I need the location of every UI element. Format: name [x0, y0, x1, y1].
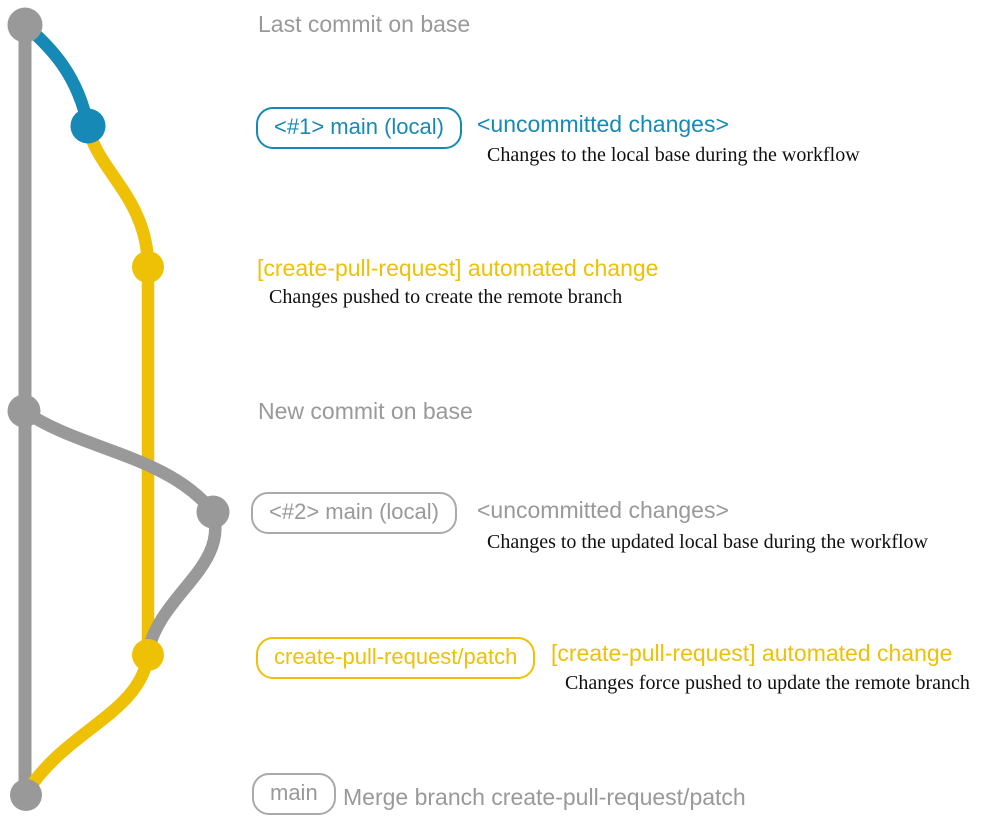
main-branch-badge: main [252, 773, 336, 815]
branch2-description: Changes to the updated local base during… [487, 531, 928, 553]
commit-graph [7, 7, 230, 811]
push2-description: Changes force pushed to update the remot… [565, 672, 970, 694]
commit-dot-patch-2 [132, 639, 164, 671]
commit-dot-local-2 [196, 495, 230, 529]
branch1-badge: <#1> main (local) [256, 107, 462, 149]
branch2-status: <uncommitted changes> [477, 497, 729, 523]
commit-dot-base-new [7, 394, 41, 428]
push1-description: Changes pushed to create the remote bran… [269, 286, 623, 308]
commit-dot-merge [10, 779, 42, 811]
branch2-badge: <#2> main (local) [251, 492, 457, 534]
patch-branch-badge: create-pull-request/patch [256, 637, 536, 679]
branch1-description: Changes to the local base during the wor… [487, 144, 860, 166]
push1-title: [create-pull-request] automated change [257, 255, 659, 281]
last-commit-label: Last commit on base [258, 11, 471, 37]
local2-branch-curve-out [20, 405, 218, 516]
new-commit-label: New commit on base [258, 398, 473, 424]
branch1-status: <uncommitted changes> [477, 111, 729, 137]
remote-branch-curve-top [81, 124, 155, 268]
commit-dot-patch-1 [132, 251, 164, 283]
local2-branch-curve-in [141, 510, 222, 654]
commit-dot-base-tip [7, 7, 43, 43]
commit-dot-local-1 [70, 108, 106, 144]
local-branch-curve [20, 20, 95, 128]
merge-curve [21, 653, 155, 796]
merge-description: Merge branch create-pull-request/patch [343, 784, 746, 810]
push2-title: [create-pull-request] automated change [551, 640, 953, 666]
